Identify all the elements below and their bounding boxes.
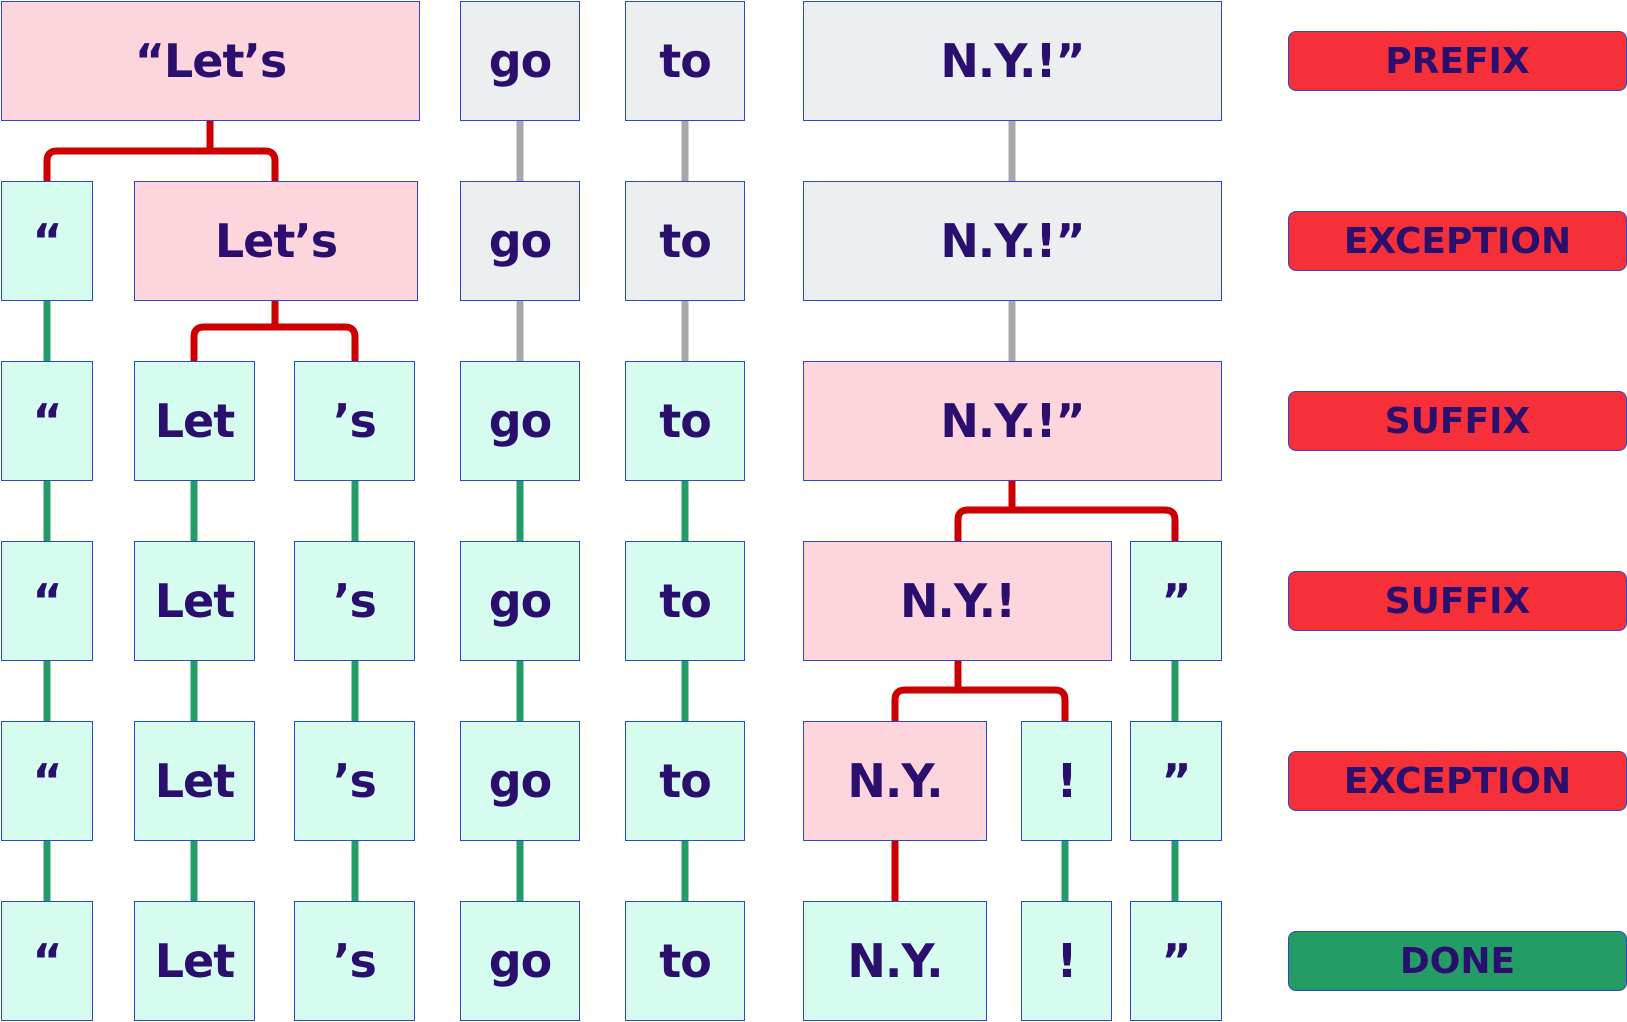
token-box: go [460,181,580,301]
token-box: “ [1,181,93,301]
token-box: N.Y.!” [803,361,1222,481]
token-box: ’s [294,361,415,481]
token-box: “Let’s [1,1,420,121]
token-box: ’s [294,901,415,1021]
token-box: ” [1130,721,1222,841]
step-badge-prefix: PREFIX [1288,31,1627,91]
token-box: N.Y. [803,721,987,841]
split-connector [190,323,359,361]
token-box: Let’s [134,181,418,301]
token-box: to [625,181,745,301]
split-connector [954,506,1179,541]
token-box: N.Y.!” [803,181,1222,301]
token-box: to [625,541,745,661]
token-box: “ [1,721,93,841]
token-box: ’s [294,721,415,841]
step-badge-exception: EXCEPTION [1288,211,1627,271]
token-box: “ [1,901,93,1021]
token-box: Let [134,721,255,841]
step-badge-exception: EXCEPTION [1288,751,1627,811]
token-box: go [460,901,580,1021]
token-box: N.Y.!” [803,1,1222,121]
token-box: to [625,721,745,841]
token-box: to [625,361,745,481]
step-badge-done: DONE [1288,931,1627,991]
token-box: ! [1021,721,1112,841]
token-box: go [460,361,580,481]
token-box: ” [1130,901,1222,1021]
token-box: go [460,541,580,661]
token-box: go [460,721,580,841]
split-connector [891,686,1069,721]
token-box: ” [1130,541,1222,661]
token-box: Let [134,541,255,661]
token-box: Let [134,361,255,481]
token-box: to [625,901,745,1021]
token-box: go [460,1,580,121]
token-box: Let [134,901,255,1021]
token-box: N.Y.! [803,541,1112,661]
token-box: “ [1,541,93,661]
token-box: ! [1021,901,1112,1021]
token-box: “ [1,361,93,481]
token-box: N.Y. [803,901,987,1021]
split-connector [43,147,279,181]
step-badge-suffix: SUFFIX [1288,391,1627,451]
token-box: to [625,1,745,121]
step-badge-suffix: SUFFIX [1288,571,1627,631]
token-box: ’s [294,541,415,661]
